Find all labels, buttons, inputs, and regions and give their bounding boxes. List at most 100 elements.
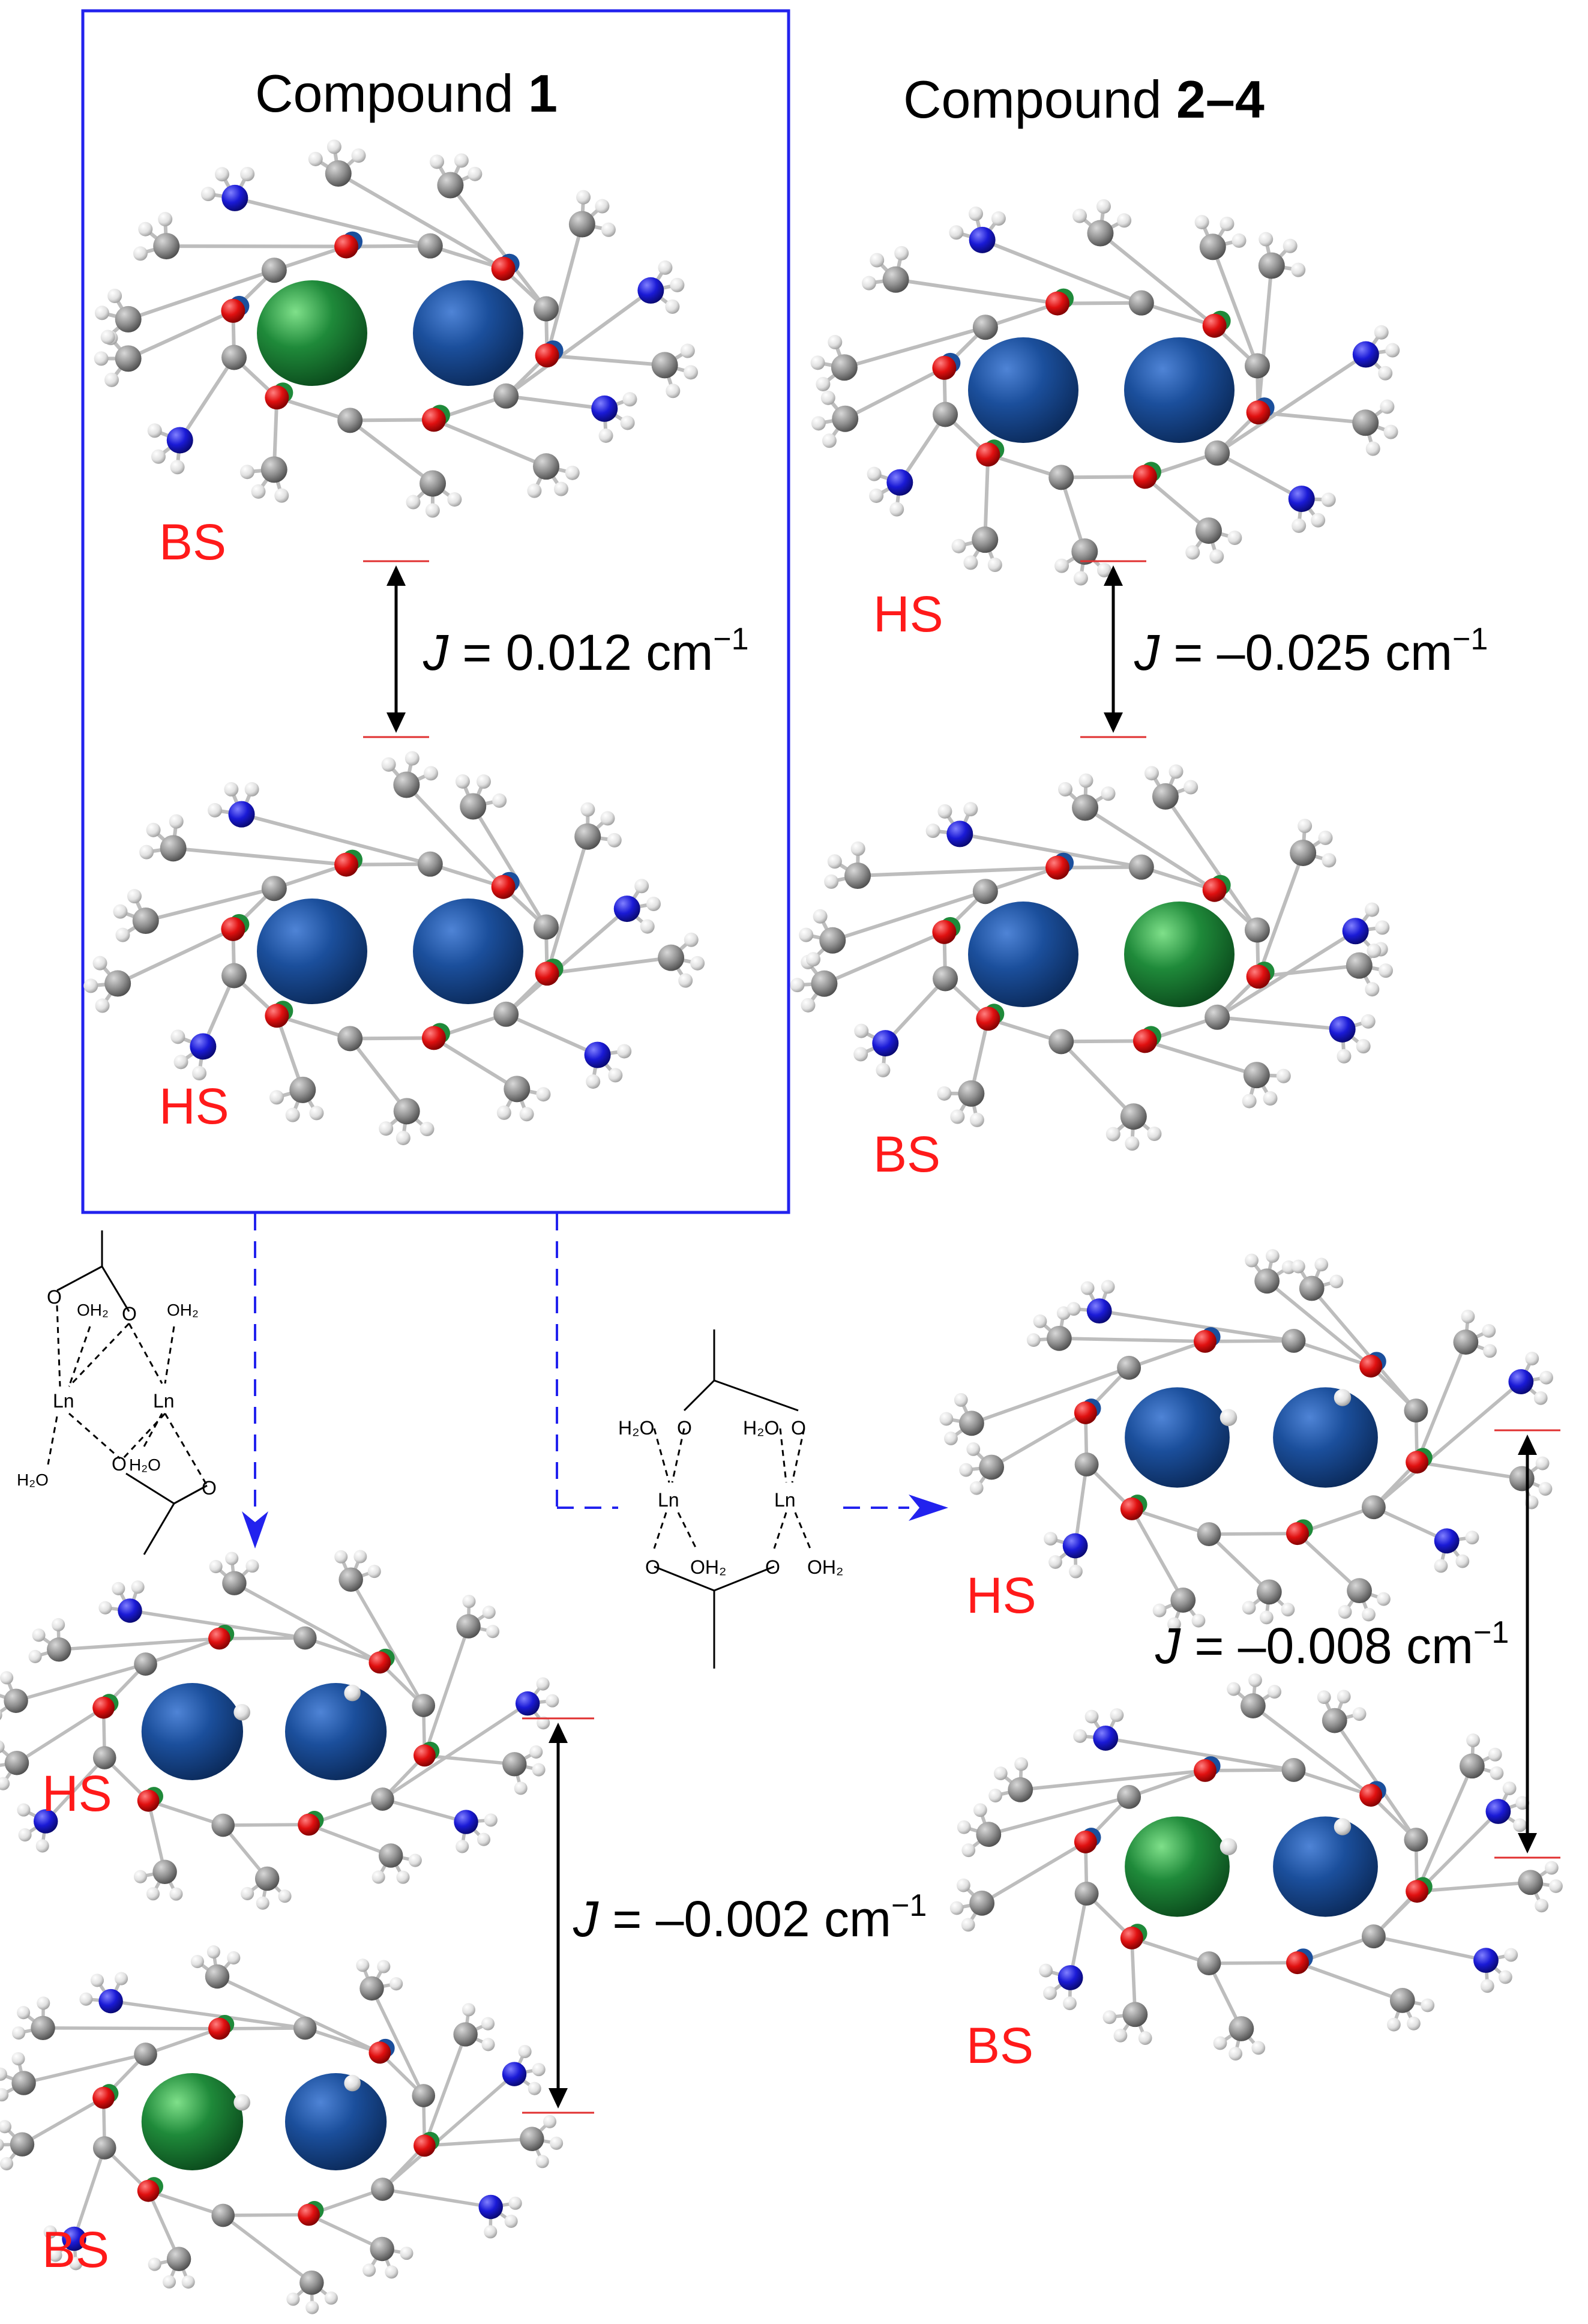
- bond: [1310, 1286, 1418, 1412]
- carbon-atom: [658, 944, 685, 971]
- hydrogen-atom: [1113, 2028, 1128, 2043]
- bond: [348, 418, 435, 486]
- hydrogen-atom: [379, 1121, 394, 1136]
- carbon-atom: [959, 1410, 984, 1436]
- carbon-atom: [293, 1626, 317, 1650]
- hydrogen-atom: [1298, 819, 1313, 834]
- hydrogen-atom: [640, 919, 655, 934]
- oxygen-atom: [1359, 1784, 1383, 1807]
- bond: [983, 453, 990, 542]
- hydrogen-atom: [1356, 1039, 1371, 1054]
- svg-text:OH₂: OH₂: [167, 1301, 199, 1319]
- carbon-atom: [976, 1822, 1002, 1847]
- bond: [1251, 1704, 1373, 1797]
- oxygen-atom: [1120, 1497, 1143, 1520]
- hydrogen-atom: [1374, 325, 1389, 340]
- hydrogen-atom: [240, 166, 255, 181]
- hydrogen-atom: [957, 1820, 971, 1834]
- bond: [1415, 1764, 1474, 1893]
- hydrogen-atom: [308, 151, 323, 166]
- hydrogen-atom: [1365, 441, 1380, 456]
- coupling-symbol: J: [1134, 624, 1159, 681]
- hydrogen-atom: [1502, 1781, 1517, 1795]
- spin-density-lobe: [1124, 902, 1235, 1007]
- bond-group: [816, 204, 1395, 580]
- svg-text:O: O: [645, 1556, 660, 1578]
- carbon-atom: [132, 908, 159, 935]
- hydrogen-atom: [115, 927, 130, 942]
- carbon-atom: [1120, 1103, 1147, 1130]
- nitrogen-atom: [1352, 341, 1379, 368]
- carbon-atom: [1322, 1708, 1347, 1733]
- hydrogen-atom: [1220, 1409, 1238, 1426]
- hydrogen-atom: [486, 1625, 500, 1639]
- oxygen-atom: [976, 442, 1000, 467]
- dashed-connector-right: [556, 1214, 909, 1509]
- hydrogen-atom: [35, 1839, 49, 1853]
- bond: [275, 396, 352, 423]
- hydrogen-atom: [233, 2094, 251, 2111]
- hydrogen-atom: [1329, 1274, 1344, 1289]
- compound-2-4-top-state-label: HS: [873, 586, 943, 642]
- hydrogen-atom: [1515, 1796, 1530, 1810]
- hydrogen-atom: [1194, 215, 1209, 230]
- carbon-atom: [1197, 1951, 1221, 1976]
- hydrogen-atom: [988, 1789, 1002, 1802]
- hydrogen-atom: [850, 841, 865, 856]
- compound-1-number: 1: [528, 64, 558, 123]
- hydrogen-atom: [1096, 562, 1111, 577]
- hydrogen-atom: [973, 1803, 987, 1817]
- hydrogen-atom: [519, 1107, 534, 1122]
- bond: [432, 418, 549, 469]
- hydrogen-atom: [1084, 1709, 1099, 1724]
- nitrogen-atom: [98, 1988, 123, 2014]
- hydrogen-atom: [362, 2263, 376, 2277]
- svg-text:OH₂: OH₂: [690, 1556, 726, 1578]
- nitrogen-atom: [1093, 1726, 1119, 1751]
- connector-arrowhead-left: [242, 1511, 268, 1549]
- hydrogen-atom: [993, 1766, 1008, 1781]
- hydrogen-atom: [810, 355, 825, 370]
- hydrogen-atom: [1367, 944, 1382, 959]
- carbon-atom: [1459, 1753, 1485, 1779]
- hydrogen-atom: [169, 1887, 183, 1901]
- bond: [239, 812, 432, 866]
- hydrogen-atom: [484, 2225, 498, 2239]
- hydrogen-atom: [1072, 208, 1087, 223]
- carbon-atom: [972, 879, 998, 905]
- spin-density-lobe: [413, 280, 523, 386]
- bond: [15, 1706, 106, 1765]
- hydrogen-atom: [1227, 1682, 1241, 1696]
- bond: [831, 890, 987, 942]
- bond: [126, 309, 235, 361]
- carbon-atom: [412, 1694, 436, 1717]
- carbon-atom: [1048, 465, 1074, 490]
- hydrogen-atom: [894, 245, 909, 260]
- hydrogen-atom: [1066, 1302, 1081, 1316]
- hydrogen-atom: [1322, 853, 1337, 868]
- hydrogen-atom: [133, 1870, 148, 1883]
- hydrogen-atom: [52, 1618, 65, 1631]
- carbon-atom: [254, 1866, 280, 1891]
- hydrogen-atom: [18, 1828, 32, 1842]
- hydrogen-atom: [477, 774, 492, 789]
- svg-text:O: O: [677, 1417, 692, 1439]
- left-lower-top-state-label: HS: [42, 1765, 112, 1822]
- carbon-atom: [819, 927, 846, 954]
- spin-density-lobe: [141, 1683, 244, 1780]
- right-lower-top-state-label: HS: [966, 1567, 1036, 1624]
- hydrogen-atom: [799, 927, 814, 942]
- hydrogen-atom: [112, 1582, 125, 1595]
- atom-group: [949, 1673, 1563, 2061]
- hydrogen-atom: [79, 1992, 93, 2006]
- hydrogen-atom: [1379, 963, 1394, 978]
- bond: [178, 355, 236, 442]
- bond: [1139, 865, 1217, 892]
- hydrogen-atom: [1263, 1091, 1278, 1106]
- bond: [146, 2189, 181, 2261]
- hydrogen-atom: [225, 1552, 239, 1565]
- carbon-atom: [811, 970, 838, 997]
- hydrogen-atom: [285, 1107, 300, 1122]
- hydrogen-atom: [131, 1580, 145, 1594]
- bond: [405, 783, 505, 889]
